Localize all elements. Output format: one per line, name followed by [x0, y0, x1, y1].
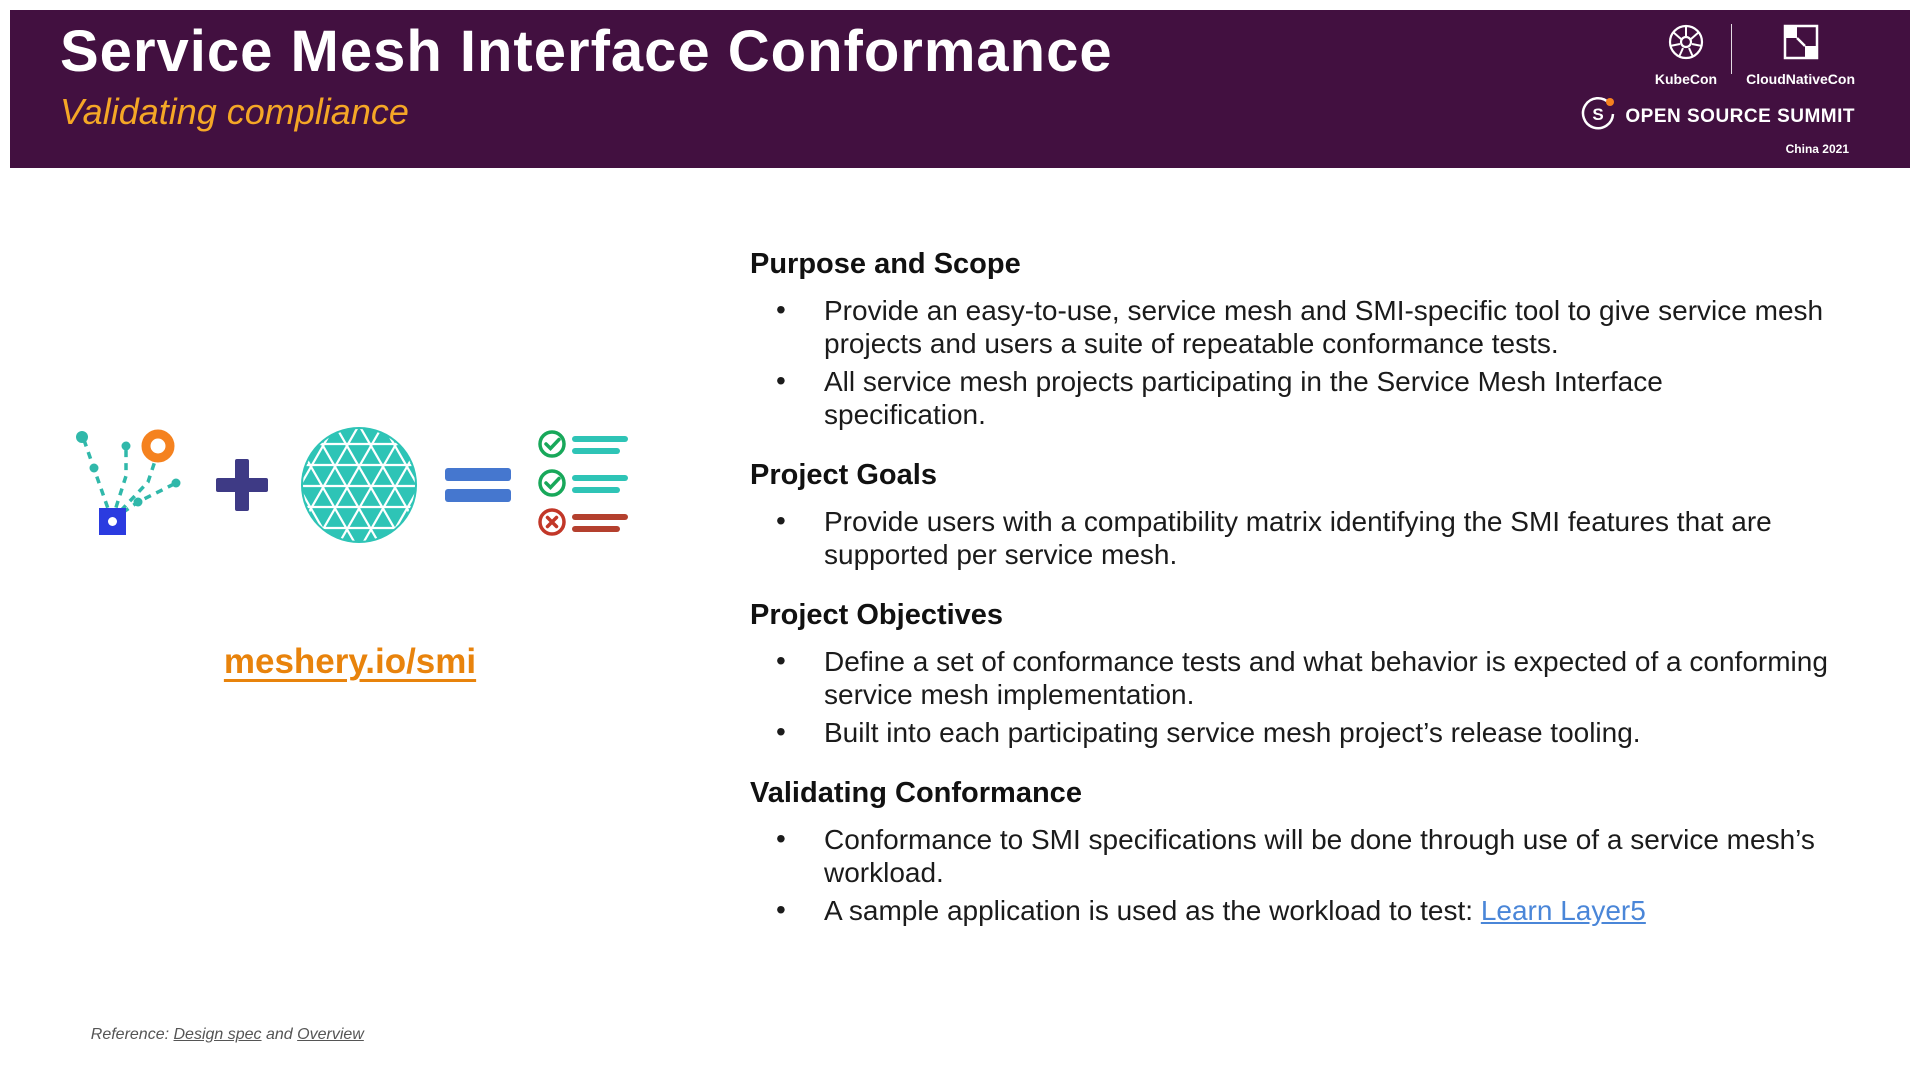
cloudnativecon-label: CloudNativeCon — [1746, 71, 1855, 87]
section-heading: Project Objectives — [750, 599, 1004, 631]
bullet-item: A sample application is used as the work… — [750, 893, 1830, 927]
slide-header: Service Mesh Interface Conformance Valid… — [10, 10, 1910, 168]
reference-prefix: Reference: — [90, 1026, 174, 1043]
reference-conjunction: and — [261, 1026, 298, 1043]
kubecon-label: KubeCon — [1654, 71, 1718, 87]
bullet-text: A sample application is used as the work… — [824, 895, 1481, 926]
section-heading: Project Goals — [750, 459, 937, 491]
open-source-summit-s-icon: S — [1579, 95, 1617, 138]
summit-label: OPEN SOURCE SUMMIT — [1625, 105, 1855, 127]
reference-note: Reference: Design spec and Overview — [73, 1008, 364, 1062]
bullet-text: All service mesh projects participating … — [824, 366, 1663, 430]
bullet-item: All service mesh projects participating … — [750, 364, 1830, 431]
svg-text:S: S — [1593, 105, 1604, 124]
bullet-item: Conformance to SMI specifications will b… — [750, 822, 1830, 889]
open-source-summit-logo: S OPEN SOURCE SUMMIT — [1555, 95, 1855, 138]
bullet-item: Built into each participating service me… — [750, 715, 1830, 749]
equals-icon — [445, 463, 511, 512]
logo-block: KubeCon CloudNativeCon — [1555, 22, 1855, 156]
section-heading: Purpose and Scope — [750, 248, 1021, 280]
bullet-text: Provide users with a compatibility matri… — [824, 506, 1772, 570]
bullet-text: Define a set of conformance tests and wh… — [824, 646, 1828, 710]
bullet-list: Provide users with a compatibility matri… — [750, 504, 1830, 571]
bullet-item: Provide users with a compatibility matri… — [750, 504, 1830, 571]
conference-logos: KubeCon CloudNativeCon — [1555, 22, 1855, 87]
page-subtitle: Validating compliance — [60, 90, 409, 132]
logo-divider — [1731, 24, 1733, 74]
mesh-sphere-icon — [299, 425, 419, 550]
bullet-item: Provide an easy-to-use, service mesh and… — [750, 293, 1830, 360]
kubecon-logo: KubeCon — [1655, 22, 1717, 87]
conformance-checklist-icon — [537, 427, 629, 548]
event-location: China 2021 — [1785, 142, 1849, 156]
plus-icon — [211, 454, 273, 521]
bullet-list: Define a set of conformance tests and wh… — [750, 644, 1830, 749]
meshery-smi-link[interactable]: meshery.io/smi — [223, 642, 477, 681]
service-mesh-graph-icon — [70, 424, 185, 551]
bullet-text: Provide an easy-to-use, service mesh and… — [824, 295, 1824, 359]
page-title: Service Mesh Interface Conformance — [60, 19, 1113, 84]
title-block: Service Mesh Interface Conformance Valid… — [60, 19, 1113, 133]
section-project-goals: Project Goals Provide users with a compa… — [750, 457, 1830, 571]
bullet-text: Built into each participating service me… — [824, 717, 1641, 748]
design-spec-link[interactable]: Design spec — [173, 1026, 262, 1043]
learn-layer5-link[interactable]: Learn Layer5 — [1480, 895, 1646, 926]
smi-equation-illustration — [70, 424, 629, 551]
overview-link[interactable]: Overview — [297, 1026, 364, 1043]
bullet-item: Define a set of conformance tests and wh… — [750, 644, 1830, 711]
section-heading: Validating Conformance — [750, 777, 1082, 809]
section-project-objectives: Project Objectives Define a set of confo… — [750, 597, 1830, 749]
content-column: Purpose and Scope Provide an easy-to-use… — [750, 246, 1830, 953]
kubernetes-wheel-icon — [1666, 22, 1706, 67]
section-purpose-and-scope: Purpose and Scope Provide an easy-to-use… — [750, 246, 1830, 431]
bullet-text: Conformance to SMI specifications will b… — [824, 824, 1815, 888]
cncf-blocks-icon — [1781, 22, 1821, 67]
bullet-list: Provide an easy-to-use, service mesh and… — [750, 293, 1830, 431]
bullet-list: Conformance to SMI specifications will b… — [750, 822, 1830, 927]
section-validating-conformance: Validating Conformance Conformance to SM… — [750, 775, 1830, 927]
cloudnativecon-logo: CloudNativeCon — [1746, 22, 1855, 87]
